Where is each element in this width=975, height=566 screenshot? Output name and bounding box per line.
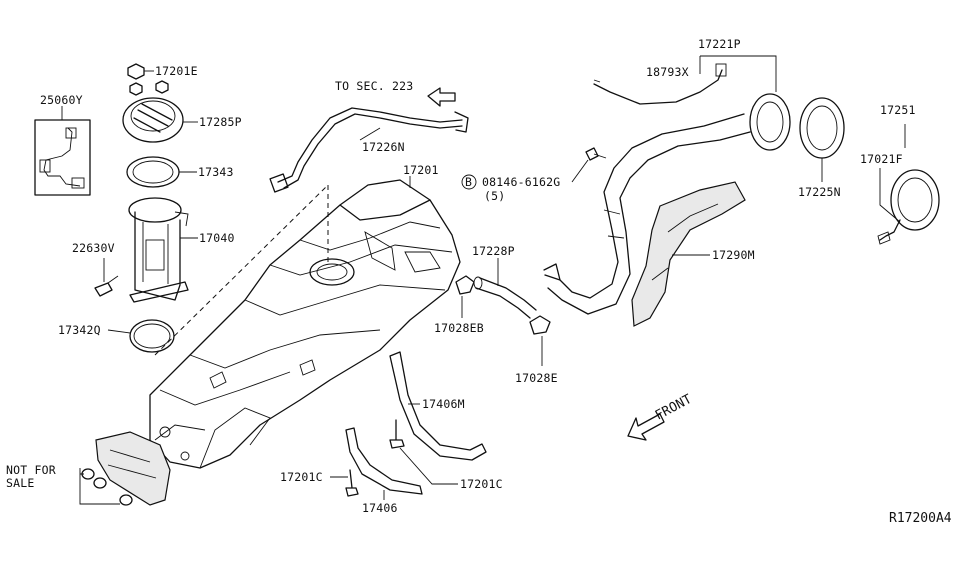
label-18793x: 18793X	[646, 65, 689, 79]
filler-tube-17221p[interactable]	[543, 93, 791, 315]
protector-17290m[interactable]	[631, 181, 746, 327]
label-not-for-sale-2: SALE	[6, 476, 35, 490]
bolt-17201c-b[interactable]	[389, 419, 405, 449]
sensor-25060y[interactable]	[34, 119, 91, 196]
label-17342q: 17342Q	[58, 323, 101, 337]
label-bolt-qty: (5)	[484, 189, 505, 203]
label-17021f: 17021F	[860, 152, 903, 166]
label-front: FRONT	[653, 392, 695, 424]
label-17228p: 17228P	[472, 244, 515, 258]
label-17285p: 17285P	[199, 115, 242, 129]
label-17225n: 17225N	[798, 185, 841, 199]
strap-17406[interactable]	[345, 427, 423, 495]
sender-22630v[interactable]	[94, 275, 119, 297]
fuel-tank-17201[interactable]	[149, 179, 461, 469]
diagram-id: R17200A4	[889, 511, 952, 526]
label-bolt-code: 08146-6162G	[482, 175, 560, 189]
label-17040: 17040	[199, 231, 235, 245]
label-17221p: 17221P	[698, 37, 741, 51]
clamp-17028eb[interactable]	[455, 275, 475, 295]
strap-17406m[interactable]	[389, 351, 487, 461]
label-not-for-sale-1: NOT FOR	[6, 463, 56, 477]
retainer-17343[interactable]	[126, 156, 180, 188]
bolt-17201c-a[interactable]	[345, 469, 359, 497]
to-sec-arrow-icon	[427, 87, 456, 107]
install-line	[154, 184, 329, 356]
gasket-17225n[interactable]	[799, 97, 845, 159]
bolt-08146[interactable]	[585, 147, 607, 161]
label-17406m: 17406M	[422, 397, 465, 411]
label-17028eb: 17028EB	[434, 321, 484, 335]
label-17343: 17343	[198, 165, 234, 179]
cover-plate-17285p[interactable]	[122, 97, 184, 143]
label-17201e: 17201E	[155, 64, 198, 78]
gasket-17342q[interactable]	[129, 319, 175, 353]
hose-17228p[interactable]	[473, 276, 537, 319]
nut-17201e[interactable]	[127, 63, 169, 96]
bolt-circle-letter: B	[465, 175, 472, 189]
label-17406: 17406	[362, 501, 398, 515]
label-25060y: 25060Y	[40, 93, 83, 107]
not-for-sale-shield[interactable]	[81, 431, 171, 506]
fuel-pump-module-17040[interactable]	[128, 197, 189, 303]
label-17290m: 17290M	[712, 248, 755, 262]
label-17201c-b: 17201C	[460, 477, 503, 491]
label-17028e: 17028E	[515, 371, 558, 385]
front-arrow-icon	[627, 413, 665, 441]
label-17251: 17251	[880, 103, 916, 117]
label-17201c-a: 17201C	[280, 470, 323, 484]
clamp-17028e[interactable]	[529, 315, 551, 335]
breather-hose-18793x[interactable]	[593, 63, 727, 105]
bolt-code-circle	[461, 174, 477, 190]
label-17201: 17201	[403, 163, 439, 177]
filler-cap-17251[interactable]	[877, 169, 940, 245]
vent-tube-17226n[interactable]	[269, 107, 469, 193]
label-to-sec: TO SEC. 223	[335, 79, 413, 93]
label-22630v: 22630V	[72, 241, 115, 255]
label-17226n: 17226N	[362, 140, 405, 154]
